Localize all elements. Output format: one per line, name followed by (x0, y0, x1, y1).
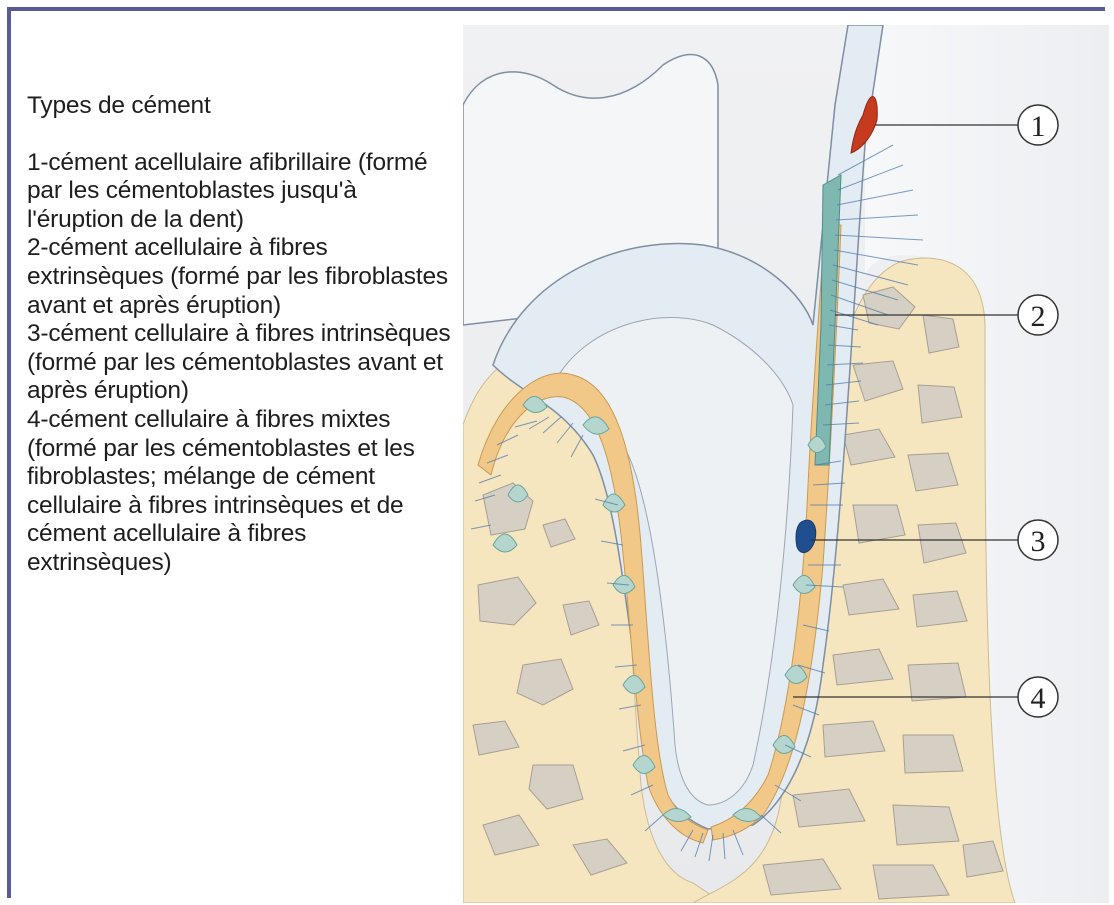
tooth-diagram: 1 2 3 4 (463, 25, 1109, 903)
legend-title: Types de cément (27, 92, 457, 121)
legend-item-1: 1-cément acellulaire afibrillaire (formé… (27, 149, 457, 235)
legend: Types de cément 1-cément acellulaire afi… (27, 92, 457, 578)
callout-4: 4 (1031, 682, 1046, 715)
legend-item-2: 2-cément acellulaire à fibres extrinsèqu… (27, 234, 457, 320)
tooth-diagram-svg: 1 2 3 4 (463, 25, 1109, 903)
callout-2: 2 (1031, 300, 1046, 333)
callout-1: 1 (1031, 110, 1046, 143)
legend-item-3: 3-cément cellulaire à fibres intrinsèque… (27, 320, 457, 406)
legend-item-4: 4-cément cellulaire à fibres mixtes (for… (27, 406, 457, 578)
callout-3: 3 (1031, 525, 1046, 558)
